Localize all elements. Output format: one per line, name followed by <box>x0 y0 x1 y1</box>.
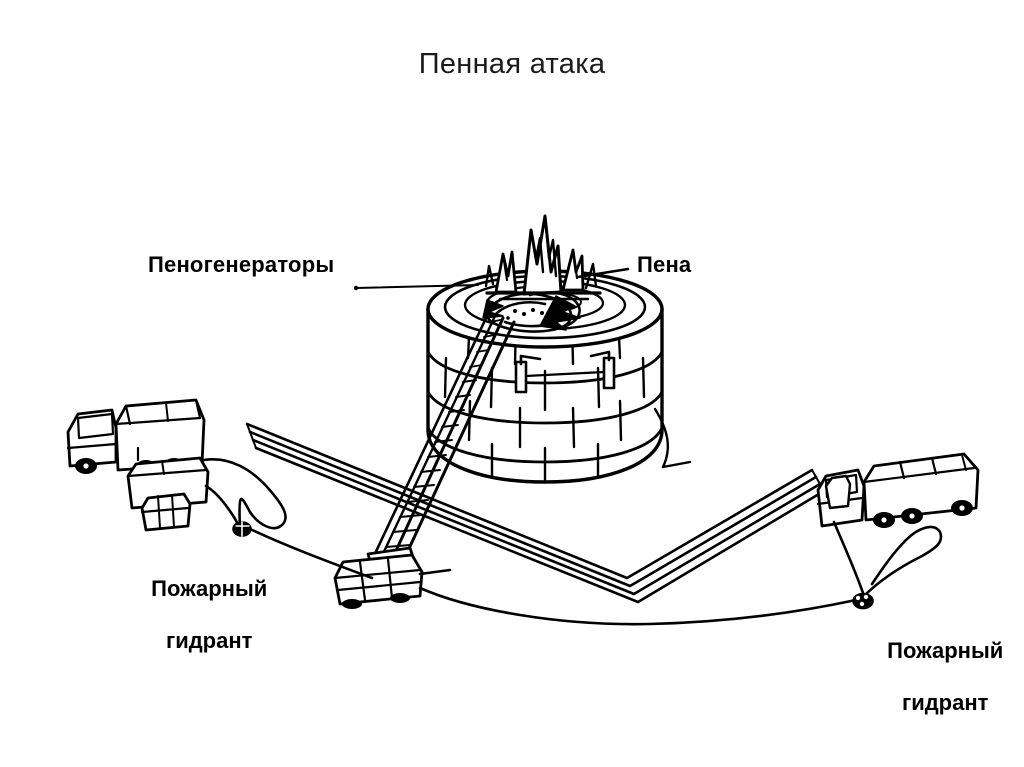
wheels <box>342 593 410 609</box>
flames <box>484 214 602 301</box>
page-title: Пенная атака <box>418 48 606 80</box>
label-hydrant-right-line1: Пожарный <box>887 637 1004 663</box>
leader-foam <box>576 267 630 279</box>
hydrant-right <box>852 592 874 610</box>
leader-foam-generators <box>355 284 479 289</box>
label-hydrant-left-line1: Пожарный <box>151 575 268 601</box>
label-hydrant-right: Пожарный гидрант <box>838 612 1024 742</box>
pump-unit-left <box>126 456 210 532</box>
leader-lines <box>353 267 630 291</box>
dike-road-lines <box>245 422 826 604</box>
tank-plate-seams <box>443 314 646 483</box>
label-hydrant-right-line2: гидрант <box>902 689 989 715</box>
hydrant-left <box>232 521 252 537</box>
label-hydrant-left-line2: гидрант <box>166 627 253 653</box>
label-foam: Пена <box>637 252 692 277</box>
tank-fittings <box>514 350 616 394</box>
label-hydrant-left: Пожарный гидрант <box>102 550 292 680</box>
ladder-rungs <box>385 319 501 548</box>
tank-side-line <box>653 407 692 469</box>
aerial-platform-center <box>333 553 452 609</box>
tanker-truck-right <box>816 452 980 528</box>
hose-lines <box>202 458 943 626</box>
label-foam-generators: Пеногенераторы <box>148 252 335 277</box>
